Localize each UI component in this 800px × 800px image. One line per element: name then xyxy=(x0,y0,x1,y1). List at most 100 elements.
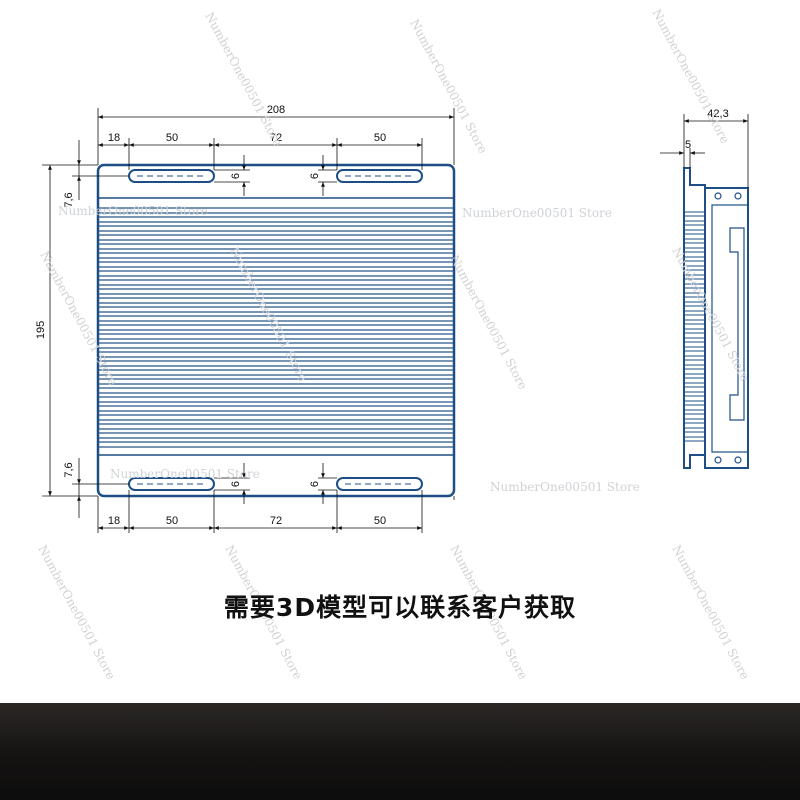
side-fin xyxy=(683,400,706,406)
side-fin xyxy=(683,382,706,388)
fin-line xyxy=(97,324,455,331)
heatsink-fins xyxy=(97,197,455,456)
dimension-overall-width xyxy=(97,108,455,165)
fin-line xyxy=(97,270,455,277)
side-fin xyxy=(683,256,706,262)
side-fin xyxy=(683,346,706,352)
side-fin xyxy=(683,265,706,271)
screw-hole xyxy=(734,456,742,464)
side-fin xyxy=(683,292,706,298)
fin-line xyxy=(97,225,455,232)
bottom-segment-label: 18 xyxy=(108,515,120,527)
dimension-top-segments xyxy=(98,138,423,170)
side-fin xyxy=(683,220,706,226)
side-fin xyxy=(683,247,706,253)
dimension-overall-height xyxy=(42,164,98,497)
watermark: NumberOne00501 Store xyxy=(110,467,260,481)
mounting-slot xyxy=(336,477,423,491)
fin-line xyxy=(97,378,455,385)
side-inner-wall xyxy=(711,204,749,453)
fin-line xyxy=(97,369,455,376)
watermark: NumberOne00501 Store xyxy=(407,17,490,156)
depth-label: 42,3 xyxy=(707,108,728,120)
fin-line xyxy=(97,342,455,349)
side-fin xyxy=(683,328,706,334)
fin-line xyxy=(97,216,455,223)
edge-offset-top-label: 7,6 xyxy=(63,192,75,207)
side-fin xyxy=(683,301,706,307)
watermark: NumberOne00501 Store xyxy=(227,245,310,384)
side-fin xyxy=(683,310,706,316)
watermark: NumberOne00501 Store xyxy=(649,7,732,146)
dimension-bottom-segments xyxy=(97,490,455,533)
dimension-base-thickness xyxy=(660,148,705,168)
fin-line xyxy=(97,396,455,403)
fin-line xyxy=(97,297,455,304)
dimension-slot-widths xyxy=(214,155,337,504)
slot-width-label: 6 xyxy=(309,173,321,179)
side-fin xyxy=(683,337,706,343)
watermark: NumberOne00501 Store xyxy=(58,204,208,218)
front-view: 208 18 50 72 50 18 xyxy=(35,104,456,533)
bottom-segment-label: 72 xyxy=(270,515,282,527)
side-fin xyxy=(683,238,706,244)
dimension-edge-offset-bottom xyxy=(72,458,129,518)
bottom-photo-band xyxy=(0,703,800,800)
fin-line xyxy=(97,360,455,367)
watermark: NumberOne00501 Store xyxy=(669,245,752,384)
fin-line xyxy=(97,423,455,430)
fin-line xyxy=(97,252,455,259)
mounting-slot xyxy=(336,169,423,183)
watermark: NumberOne00501 Store xyxy=(447,253,530,392)
fin-line xyxy=(97,351,455,358)
overall-width-label: 208 xyxy=(267,104,285,116)
side-fins xyxy=(683,211,706,442)
side-fin xyxy=(683,409,706,415)
fin-line xyxy=(97,261,455,268)
screw-hole xyxy=(714,456,722,464)
fin-line xyxy=(97,234,455,241)
side-fin xyxy=(683,427,706,433)
overall-height-label: 195 xyxy=(35,321,47,339)
edge-offset-bottom-label: 7,6 xyxy=(63,462,75,477)
slot-width-label: 6 xyxy=(309,481,321,487)
fin-line xyxy=(97,441,455,448)
fin-line xyxy=(97,306,455,313)
side-fin xyxy=(683,229,706,235)
bottom-segment-label: 50 xyxy=(374,515,386,527)
side-fin xyxy=(683,364,706,370)
fin-line xyxy=(97,405,455,412)
side-inner-channel xyxy=(729,227,745,421)
base-thickness-label: 5 xyxy=(685,139,691,151)
dimension-edge-offset-top xyxy=(72,140,129,200)
side-fin xyxy=(683,418,706,424)
watermark: NumberOne00501 Store xyxy=(202,10,285,149)
side-view: 42,3 5 xyxy=(660,108,749,469)
side-fin xyxy=(683,211,706,217)
top-segment-label: 50 xyxy=(166,132,178,144)
fin-line xyxy=(97,207,455,214)
side-fin xyxy=(683,283,706,289)
slot-width-label: 6 xyxy=(230,173,242,179)
side-fin xyxy=(683,355,706,361)
fin-line xyxy=(97,243,455,250)
watermark: NumberOne00501 Store xyxy=(462,206,612,220)
side-fin xyxy=(683,319,706,325)
side-fin xyxy=(683,436,706,442)
screw-hole xyxy=(714,192,722,200)
fin-line xyxy=(97,333,455,340)
fin-line xyxy=(97,432,455,439)
fin-line xyxy=(97,414,455,421)
fin-line xyxy=(97,288,455,295)
screw-hole xyxy=(734,192,742,200)
slot-width-label: 6 xyxy=(230,481,242,487)
side-fin xyxy=(683,373,706,379)
top-segment-label: 72 xyxy=(270,132,282,144)
side-fin xyxy=(683,391,706,397)
top-segment-label: 18 xyxy=(108,132,120,144)
fin-line xyxy=(97,279,455,286)
caption-text: 需要3D模型可以联系客户获取 xyxy=(223,593,577,622)
side-fin xyxy=(683,274,706,280)
top-segment-label: 50 xyxy=(374,132,386,144)
